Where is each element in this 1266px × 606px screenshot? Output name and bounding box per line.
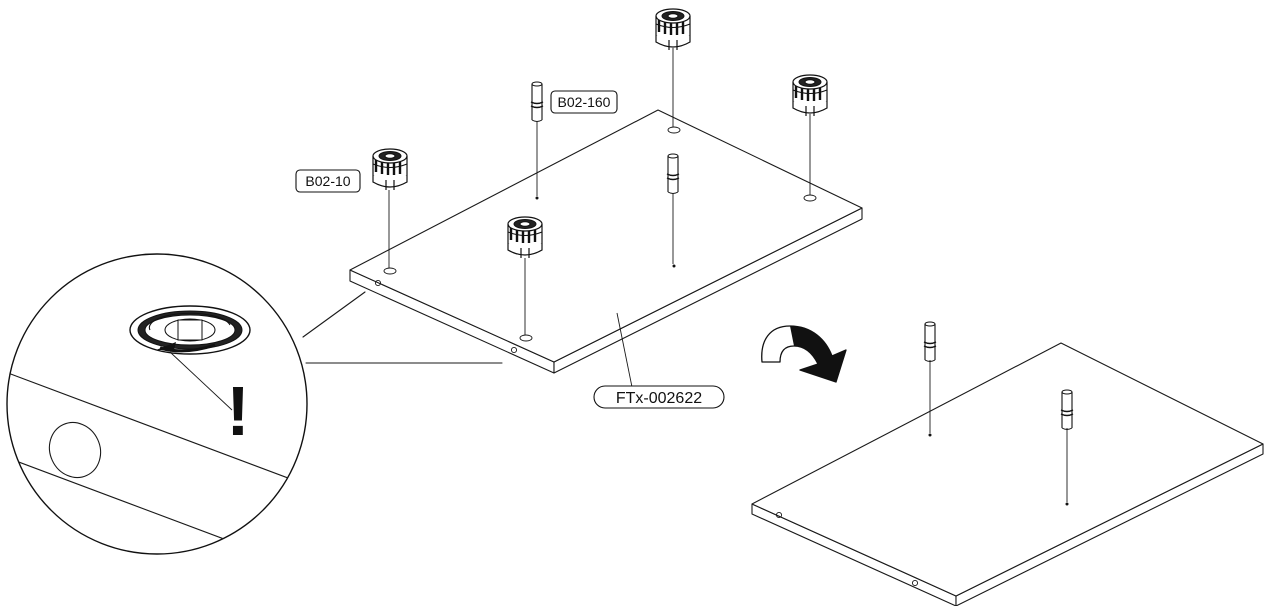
dowel-pin-icon — [923, 321, 937, 363]
cam-lock-icon — [371, 147, 409, 192]
dowel-hole — [535, 196, 539, 200]
cam-lock-top-view — [129, 305, 251, 355]
edge-hole — [775, 511, 783, 519]
cam-lock-code: B02-10 — [305, 173, 350, 189]
edge-hole — [510, 346, 518, 354]
cam-hole — [667, 126, 681, 134]
dowel-hole — [1065, 502, 1069, 506]
dowel-hole — [928, 433, 932, 437]
panel-lower — [751, 342, 1264, 606]
label-cam-lock: B02-10 — [295, 169, 361, 193]
magnifier-detail-icon: ! — [6, 253, 503, 555]
edge-hole — [911, 579, 919, 587]
label-dowel: B02-160 — [550, 90, 618, 114]
cam-lock-icon — [791, 73, 829, 118]
panel-code: FTx-002622 — [616, 390, 702, 407]
cam-hole — [519, 334, 533, 342]
label-panel: FTx-002622 — [593, 312, 725, 409]
cam-lock-icon — [654, 7, 692, 52]
panel-upper — [349, 109, 863, 374]
dowel-pin-icon — [530, 81, 544, 123]
rotate-arrow-icon — [761, 325, 847, 383]
warning-icon: ! — [226, 372, 249, 450]
dowel-code: B02-160 — [558, 94, 611, 110]
dowel-hole — [672, 264, 676, 268]
edge-hole — [374, 279, 382, 287]
cam-hole — [383, 267, 397, 275]
guide-lines — [388, 48, 811, 335]
